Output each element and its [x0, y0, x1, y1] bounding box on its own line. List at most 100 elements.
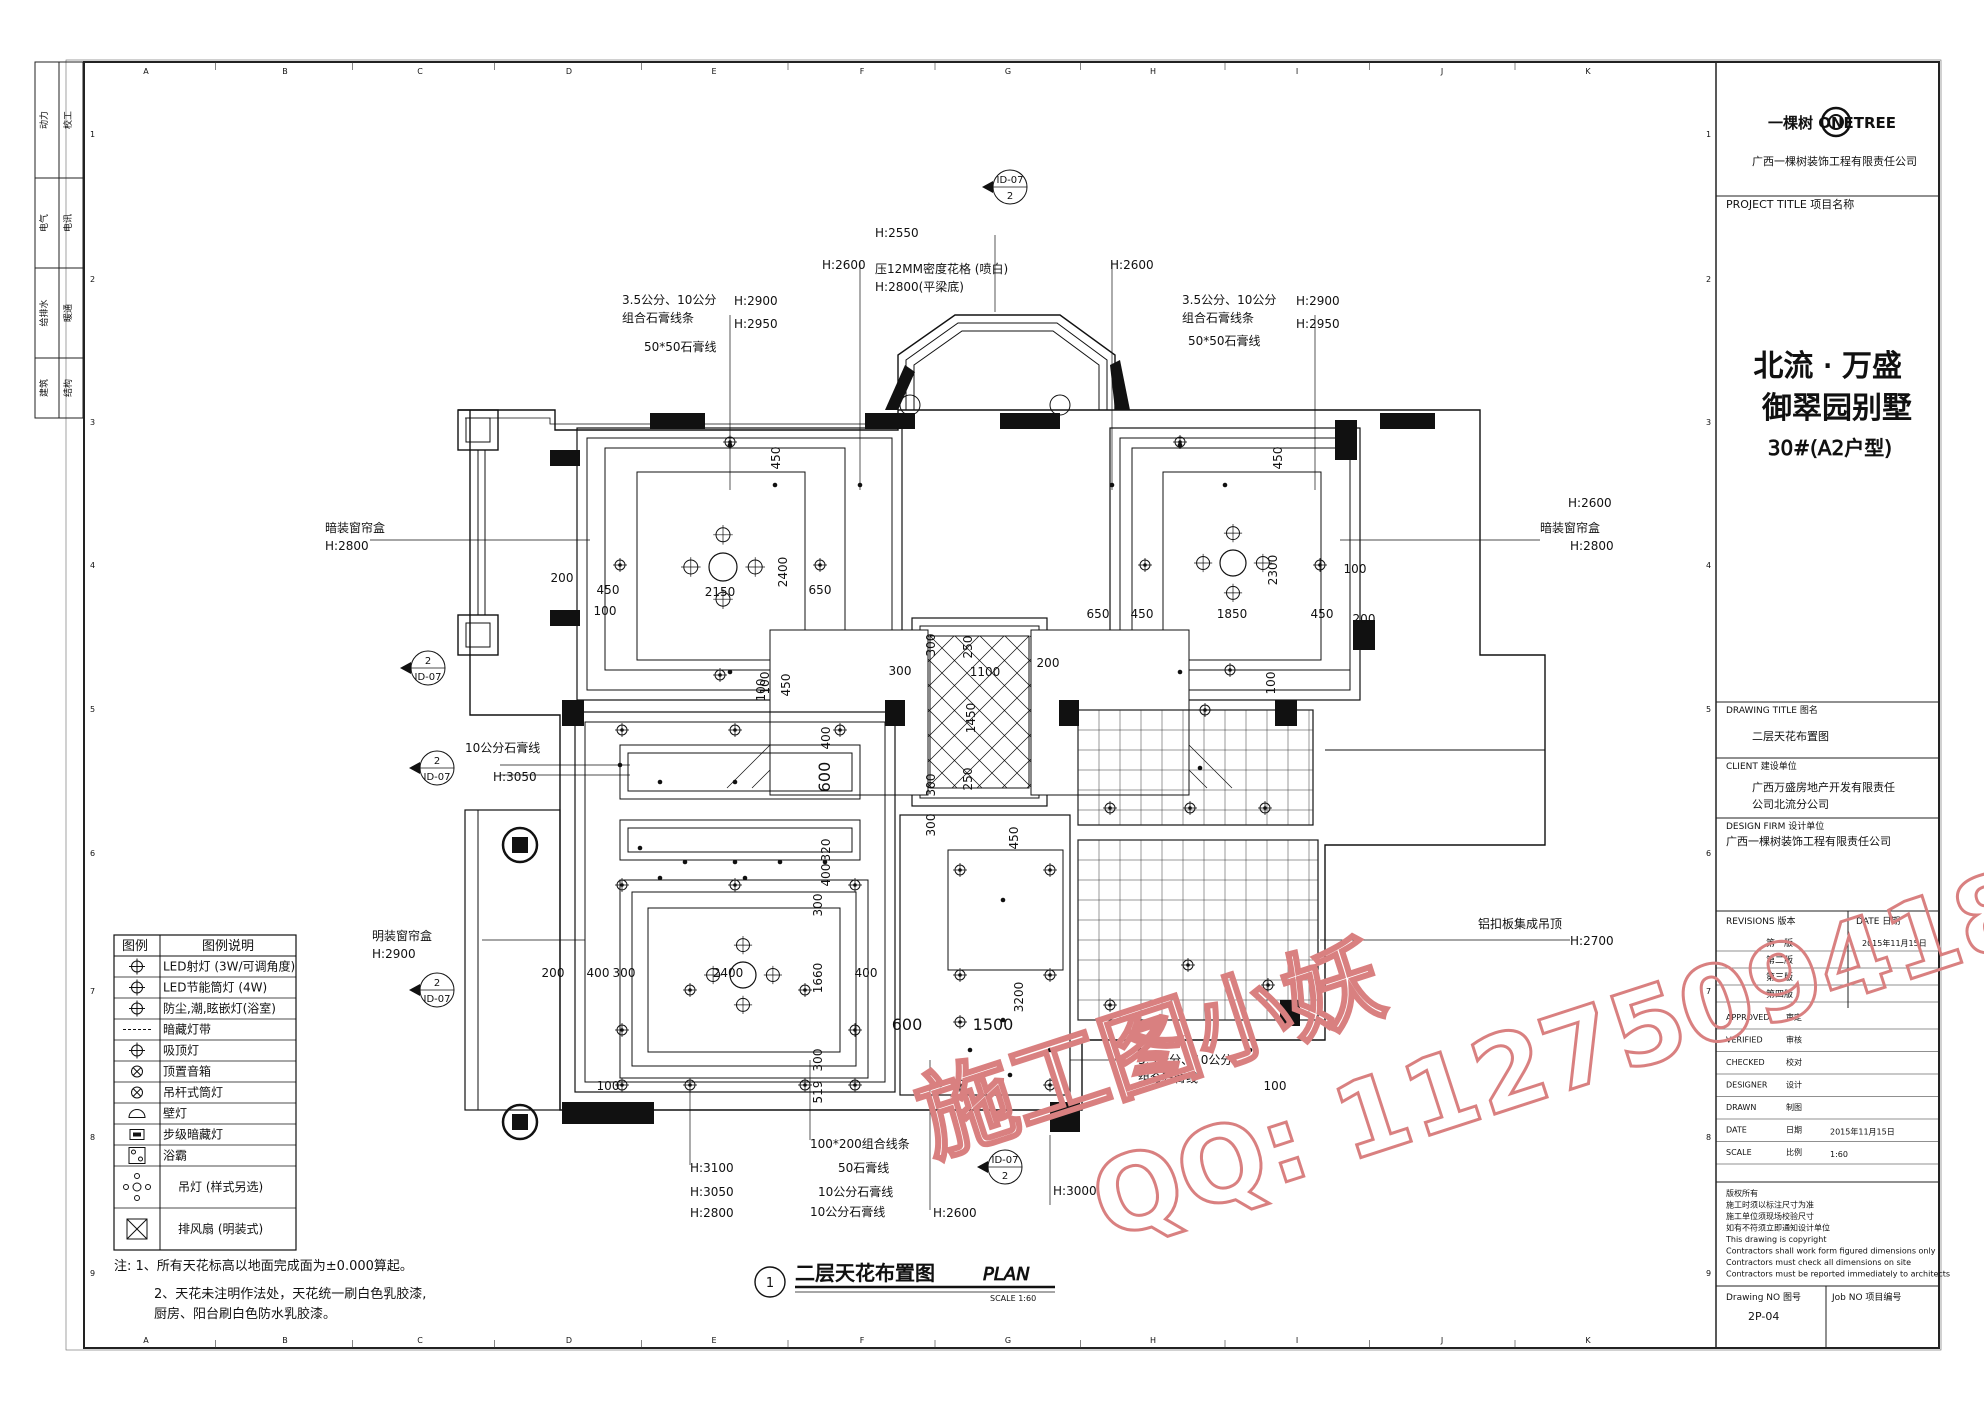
tb-note-1: 施工时须以标注尺寸为准 — [1726, 1200, 1814, 1210]
led-spot-icon — [953, 968, 967, 982]
drawing-no-label: Drawing NO 图号 — [1726, 1292, 1801, 1303]
annotation-alum: 铝扣板集成吊顶 — [1478, 916, 1562, 931]
design-firm-label: DESIGN FIRM 设计单位 — [1726, 820, 1824, 832]
revision-2: 第三版 — [1766, 971, 1793, 983]
led-spot-icon — [1103, 801, 1117, 815]
dim-10: 2300 — [1266, 555, 1280, 586]
annotation-h2950a: H:2950 — [734, 317, 778, 331]
grid-col-top-D: D — [566, 67, 572, 76]
led-spot-icon — [1138, 558, 1152, 572]
section-tag-bottom: ID-07 — [415, 672, 442, 683]
legend-header-symbol: 图例 — [122, 939, 148, 954]
led-spot-icon — [848, 1078, 862, 1092]
strip-label-1-b: 电讯 — [62, 214, 74, 232]
date-label: DATE 日期 — [1856, 916, 1900, 927]
dim-39: 3200 — [1012, 982, 1026, 1013]
section-tag-top: 2 — [425, 656, 431, 667]
role-en-6: SCALE — [1726, 1148, 1752, 1157]
role-cn-1: 审核 — [1786, 1035, 1802, 1045]
role-cn-0: 审定 — [1786, 1012, 1802, 1022]
led-spot-icon — [615, 878, 629, 892]
annotation-curtainMh: H:2900 — [372, 947, 416, 961]
strip-label-2-a: 给排水 — [38, 299, 50, 326]
dim-45: 100 — [597, 1079, 620, 1093]
step-light-icon — [129, 1129, 145, 1140]
annotation-b3: H:2800 — [690, 1206, 734, 1220]
dim-32: 519 — [811, 1081, 825, 1104]
annotation-gyp2c: 50*50石膏线 — [1188, 333, 1261, 348]
led-spot-icon — [615, 1078, 629, 1092]
dim-22: 300 — [889, 664, 912, 678]
led-spot-icon — [1043, 863, 1057, 877]
section-tag-bottom: ID-07 — [424, 994, 451, 1005]
revisions-label: REVISIONS 版本 — [1726, 915, 1796, 927]
grid-col-bottom-E: E — [711, 1336, 716, 1345]
wall-lamp-icon — [128, 1109, 146, 1118]
legend-header-desc: 图例说明 — [202, 939, 254, 954]
led-spot-icon — [953, 863, 967, 877]
light-dot — [657, 875, 663, 881]
dim-33: 200 — [542, 966, 565, 980]
grid-col-top-A: A — [143, 67, 149, 76]
dim-28: 400 — [819, 864, 833, 887]
company-name: 广西一棵树装饰工程有限责任公司 — [1752, 154, 1917, 168]
dim-29: 300 — [811, 894, 825, 917]
company-logo-icon — [1820, 106, 1852, 138]
dim-14: 450 — [1311, 607, 1334, 621]
dim-26: 600 — [815, 762, 834, 793]
annotation-gyp1: 3.5公分、10公分 — [622, 293, 716, 307]
grid-col-bottom-A: A — [143, 1336, 149, 1345]
led-spot-icon — [1258, 801, 1272, 815]
tb-note-2: 施工单位须现场校验尺寸 — [1726, 1211, 1814, 1221]
annotation-b5: 50石膏线 — [838, 1160, 889, 1175]
dim-19: 1450 — [964, 703, 978, 734]
left-discipline-strip: 动力校工电气电讯给排水暖通建筑结构 — [34, 61, 84, 419]
dim-9: 450 — [1271, 447, 1285, 470]
role-cn-5: 日期 — [1786, 1126, 1802, 1135]
dim-16: 200 — [1353, 612, 1376, 626]
dim-38: 450 — [1007, 827, 1021, 850]
dim-31: 300 — [811, 1049, 825, 1072]
legend-desc-2: 防尘,潮,眩嵌灯(浴室) — [163, 1001, 276, 1016]
light-dot — [1000, 1017, 1006, 1023]
grid-row-right-1: 1 — [1706, 130, 1711, 139]
role-en-0: APPROVED — [1726, 1013, 1770, 1022]
annotation-b6: 10公分石膏线 — [818, 1184, 893, 1199]
grid-row-left-5: 5 — [90, 705, 95, 714]
dim-46: 100 — [1264, 1079, 1287, 1093]
project-title-label: PROJECT TITLE 项目名称 — [1726, 197, 1854, 211]
dim-12: 650 — [1087, 607, 1110, 621]
grid-row-right-4: 4 — [1706, 561, 1711, 570]
legend-table: LED射灯 (3W/可调角度)LED节能筒灯 (4W)防尘,潮,眩嵌灯(浴室)暗… — [113, 934, 297, 1251]
led-spot-icon — [615, 723, 629, 737]
light-dot — [772, 482, 778, 488]
section-tag: ID-072 — [977, 1149, 1023, 1185]
grid-row-left-4: 4 — [90, 561, 95, 570]
led-spot-icon — [728, 878, 742, 892]
light-dot — [777, 859, 783, 865]
dim-0: 450 — [769, 447, 783, 470]
grid-row-right-6: 6 — [1706, 849, 1711, 858]
grid-row-left-9: 9 — [90, 1269, 95, 1278]
led-spot-icon — [129, 958, 145, 975]
grid-row-right-2: 2 — [1706, 275, 1711, 284]
tb-note-0: 版权所有 — [1726, 1188, 1758, 1198]
led-spot-icon — [1183, 801, 1197, 815]
drawing-title-label: DRAWING TITLE 图名 — [1726, 704, 1818, 716]
annotation-curtainLh: H:2800 — [325, 539, 369, 553]
dim-15: 100 — [1344, 562, 1367, 576]
light-dot — [1047, 1047, 1053, 1053]
light-dot — [657, 779, 663, 785]
grid-col-bottom-F: F — [860, 1336, 865, 1345]
light-dot — [1000, 897, 1006, 903]
wall-columns — [550, 360, 1435, 1132]
strip-label-0-b: 校工 — [62, 111, 74, 129]
strip-label-3-a: 建筑 — [38, 379, 50, 397]
strip-label-0-a: 动力 — [38, 111, 50, 129]
grid-col-top-B: B — [282, 67, 288, 76]
